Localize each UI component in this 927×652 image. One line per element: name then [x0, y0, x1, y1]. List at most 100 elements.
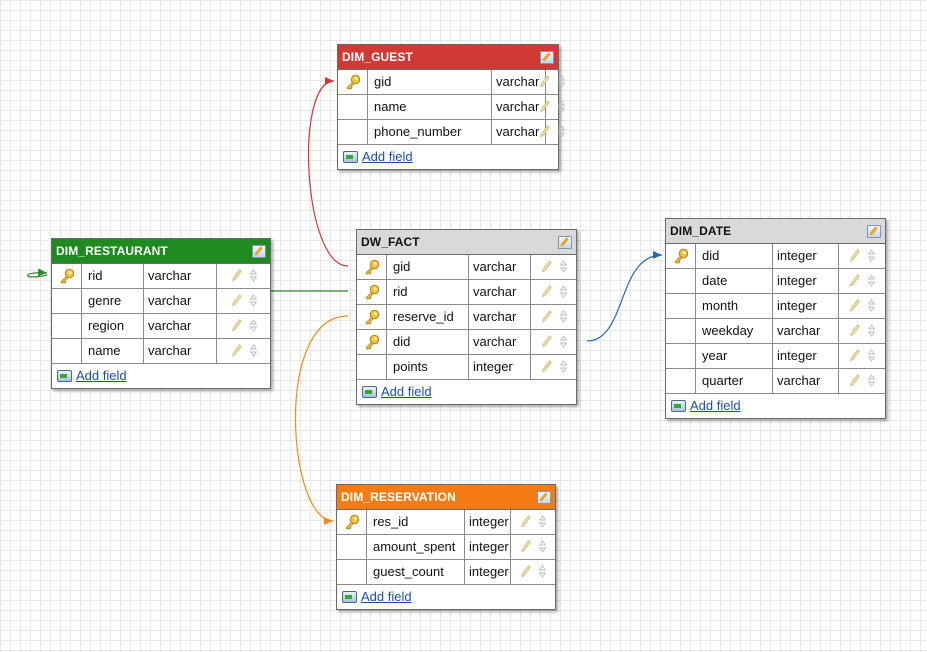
add-field-link[interactable]: Add field — [76, 368, 127, 383]
reorder-arrows-icon[interactable] — [560, 360, 567, 373]
pencil-icon[interactable] — [521, 565, 531, 578]
reorder-arrows-icon[interactable] — [250, 319, 257, 332]
reorder-arrows-icon[interactable] — [868, 349, 875, 362]
table-header[interactable]: DIM_RESTAURANT — [52, 239, 270, 264]
add-field-icon[interactable] — [343, 151, 358, 163]
field-name[interactable]: phone_number — [368, 120, 492, 144]
field-name[interactable]: did — [387, 330, 469, 354]
pencil-icon[interactable] — [542, 335, 552, 348]
pencil-icon[interactable] — [232, 269, 242, 282]
edit-table-icon[interactable] — [252, 245, 266, 258]
pencil-icon[interactable] — [540, 100, 550, 113]
add-field-icon[interactable] — [342, 591, 357, 603]
edit-table-icon[interactable] — [537, 491, 551, 504]
field-type[interactable]: varchar — [469, 280, 531, 304]
field-name[interactable]: genre — [82, 289, 144, 313]
field-type[interactable]: integer — [773, 269, 839, 293]
pencil-icon[interactable] — [521, 540, 531, 553]
pencil-icon[interactable] — [542, 285, 552, 298]
add-field-icon[interactable] — [671, 400, 686, 412]
table-header[interactable]: DW_FACT — [357, 230, 576, 255]
field-name[interactable]: date — [696, 269, 773, 293]
add-field-icon[interactable] — [57, 370, 72, 382]
field-name[interactable]: amount_spent — [367, 535, 465, 559]
field-name[interactable]: name — [82, 339, 144, 363]
field-name[interactable]: guest_count — [367, 560, 465, 584]
field-type[interactable]: varchar — [492, 95, 546, 119]
pencil-icon[interactable] — [232, 344, 242, 357]
pencil-icon[interactable] — [850, 274, 860, 287]
field-name[interactable]: gid — [368, 70, 492, 94]
field-type[interactable]: integer — [465, 510, 511, 534]
reorder-arrows-icon[interactable] — [558, 100, 565, 113]
field-type[interactable]: varchar — [469, 305, 531, 329]
table-header[interactable]: DIM_DATE — [666, 219, 885, 244]
reorder-arrows-icon[interactable] — [560, 335, 567, 348]
pencil-icon[interactable] — [542, 360, 552, 373]
table-header[interactable]: DIM_GUEST — [338, 45, 558, 70]
pencil-icon[interactable] — [850, 249, 860, 262]
pencil-icon[interactable] — [850, 374, 860, 387]
reorder-arrows-icon[interactable] — [560, 310, 567, 323]
field-type[interactable]: integer — [469, 355, 531, 379]
reorder-arrows-icon[interactable] — [868, 274, 875, 287]
reorder-arrows-icon[interactable] — [558, 75, 565, 88]
reorder-arrows-icon[interactable] — [560, 285, 567, 298]
field-type[interactable]: varchar — [492, 120, 546, 144]
edit-table-icon[interactable] — [867, 225, 881, 238]
field-name[interactable]: res_id — [367, 510, 465, 534]
reorder-arrows-icon[interactable] — [250, 344, 257, 357]
field-name[interactable]: points — [387, 355, 469, 379]
pencil-icon[interactable] — [850, 299, 860, 312]
reorder-arrows-icon[interactable] — [868, 324, 875, 337]
field-name[interactable]: rid — [82, 264, 144, 288]
pencil-icon[interactable] — [521, 515, 531, 528]
field-type[interactable]: varchar — [492, 70, 546, 94]
field-type[interactable]: varchar — [469, 255, 531, 279]
reorder-arrows-icon[interactable] — [558, 125, 565, 138]
field-type[interactable]: varchar — [144, 339, 217, 363]
field-type[interactable]: integer — [465, 560, 511, 584]
reorder-arrows-icon[interactable] — [560, 260, 567, 273]
field-type[interactable]: integer — [773, 344, 839, 368]
relation-did-to-dim-date[interactable] — [586, 251, 663, 342]
add-field-link[interactable]: Add field — [361, 589, 412, 604]
field-name[interactable]: year — [696, 344, 773, 368]
pencil-icon[interactable] — [540, 125, 550, 138]
field-name[interactable]: rid — [387, 280, 469, 304]
field-type[interactable]: integer — [773, 244, 839, 268]
field-type[interactable]: varchar — [469, 330, 531, 354]
reorder-arrows-icon[interactable] — [868, 299, 875, 312]
reorder-arrows-icon[interactable] — [868, 374, 875, 387]
pencil-icon[interactable] — [232, 319, 242, 332]
field-name[interactable]: gid — [387, 255, 469, 279]
pencil-icon[interactable] — [542, 310, 552, 323]
pencil-icon[interactable] — [540, 75, 550, 88]
field-type[interactable]: varchar — [144, 314, 217, 338]
field-name[interactable]: weekday — [696, 319, 773, 343]
pencil-icon[interactable] — [850, 349, 860, 362]
field-name[interactable]: did — [696, 244, 773, 268]
field-type[interactable]: integer — [465, 535, 511, 559]
reorder-arrows-icon[interactable] — [539, 515, 546, 528]
